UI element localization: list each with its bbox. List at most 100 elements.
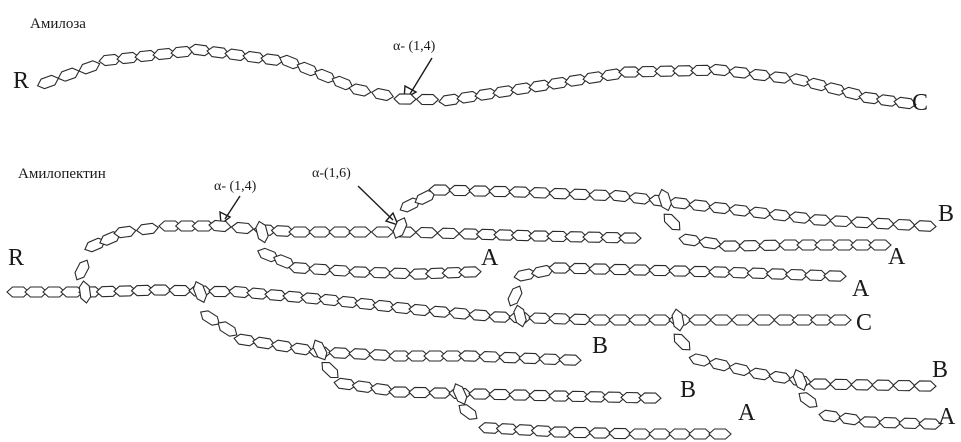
glucose-unit [688, 265, 712, 278]
branch-label-b2: B [592, 333, 608, 359]
glucose-unit [36, 74, 60, 90]
glucose-unit [200, 310, 220, 326]
glucose-unit [765, 268, 790, 280]
glucose-unit [57, 67, 80, 82]
glucose-unit [393, 93, 417, 105]
glucose-unit [698, 236, 722, 250]
glucose-unit [709, 314, 734, 326]
glucose-unit [351, 380, 376, 393]
glucose-unit [858, 416, 882, 428]
glucose-unit [850, 379, 874, 391]
glucose-unit [608, 263, 632, 276]
glucose-unit [452, 383, 468, 405]
glucose-unit [168, 284, 192, 297]
glucose-unit [369, 383, 394, 396]
glucose-unit [728, 362, 752, 377]
glucose-unit [829, 378, 853, 391]
glucose-unit [668, 265, 692, 277]
glucose-unit [663, 213, 681, 231]
glucose-unit [588, 263, 612, 275]
glucose-unit [289, 342, 313, 356]
glucose-unit [113, 225, 137, 239]
glucose-unit [348, 348, 372, 360]
glucose-unit [321, 361, 339, 379]
glucose-unit [230, 221, 255, 235]
glucose-unit [708, 63, 732, 77]
glucose-unit [488, 388, 512, 401]
amylose-chain [36, 43, 917, 110]
branch-label-a4: A [738, 400, 756, 426]
glucose-unit [600, 68, 624, 82]
glucose-unit [208, 219, 232, 233]
glucose-unit [488, 185, 512, 198]
glucose-chains [6, 43, 942, 440]
glucose-unit [718, 240, 742, 252]
chain-upper-a [658, 188, 892, 252]
glucose-unit [78, 280, 92, 304]
glucose-unit [688, 199, 712, 212]
chain-upper-b [392, 184, 937, 239]
glucose-unit [688, 353, 712, 367]
glucose-unit [507, 285, 523, 307]
glucose-unit [255, 220, 269, 244]
glucose-unit [588, 189, 612, 201]
glucose-unit [492, 85, 516, 98]
glucose-unit [829, 215, 853, 228]
glucose-unit [348, 83, 372, 97]
glucose-unit [548, 262, 572, 274]
glucose-unit [671, 308, 685, 332]
glucose-unit [758, 239, 782, 251]
glucose-unit [368, 349, 392, 361]
glucose-unit [478, 351, 502, 363]
glucose-unit [328, 226, 352, 238]
glucose-unit [728, 66, 752, 79]
chain-right-a [792, 369, 942, 430]
glucose-unit [893, 96, 917, 110]
glucose-unit [192, 280, 208, 304]
glucose-unit [415, 93, 440, 106]
glucose-unit [638, 392, 662, 404]
glucose-unit [288, 262, 312, 274]
glucose-unit [618, 232, 642, 244]
glucose-unit [808, 214, 832, 226]
branch-label-b3: B [680, 377, 696, 403]
glucose-unit [328, 347, 352, 359]
glucose-unit [568, 262, 592, 275]
glucose-unit [588, 314, 612, 326]
glucose-unit [388, 267, 412, 280]
glucose-unit [730, 314, 755, 326]
glucose-unit [458, 266, 482, 278]
glucose-unit [568, 188, 592, 201]
glucose-unit [628, 192, 652, 205]
glucose-unit [428, 305, 452, 318]
glucose-unit [488, 311, 512, 323]
glucose-unit [308, 263, 332, 276]
amylopectin-a16-bond-label: α-(1,6) [312, 166, 351, 181]
glucose-unit [892, 379, 916, 392]
amylose-c-end-label: C [912, 90, 928, 116]
glucose-unit [871, 379, 895, 391]
branch-label-b1: B [938, 201, 954, 227]
glucose-unit [474, 88, 498, 101]
glucose-unit [668, 197, 692, 210]
glucose-unit [468, 388, 492, 400]
glucose-unit [513, 268, 537, 282]
glucose-unit [628, 314, 652, 326]
branch-label-a5: A [938, 404, 956, 430]
glucose-unit [913, 380, 937, 392]
glucose-unit [608, 189, 632, 203]
glucose-unit [673, 333, 691, 351]
branch-label-a2: A [888, 244, 906, 270]
amylose-bond-label: α- (1,4) [393, 39, 436, 54]
glucose-unit [548, 313, 572, 325]
glucose-unit [233, 333, 257, 347]
glucose-unit [135, 222, 160, 236]
glucose-unit [568, 313, 592, 326]
glucose-unit [392, 217, 408, 239]
glucose-unit [818, 409, 842, 423]
glucose-unit [510, 82, 534, 96]
chain-middle-a [507, 262, 847, 328]
glucose-unit [828, 314, 852, 326]
amylose-reducing-end-label: R [13, 68, 29, 94]
glucose-unit [528, 79, 552, 93]
